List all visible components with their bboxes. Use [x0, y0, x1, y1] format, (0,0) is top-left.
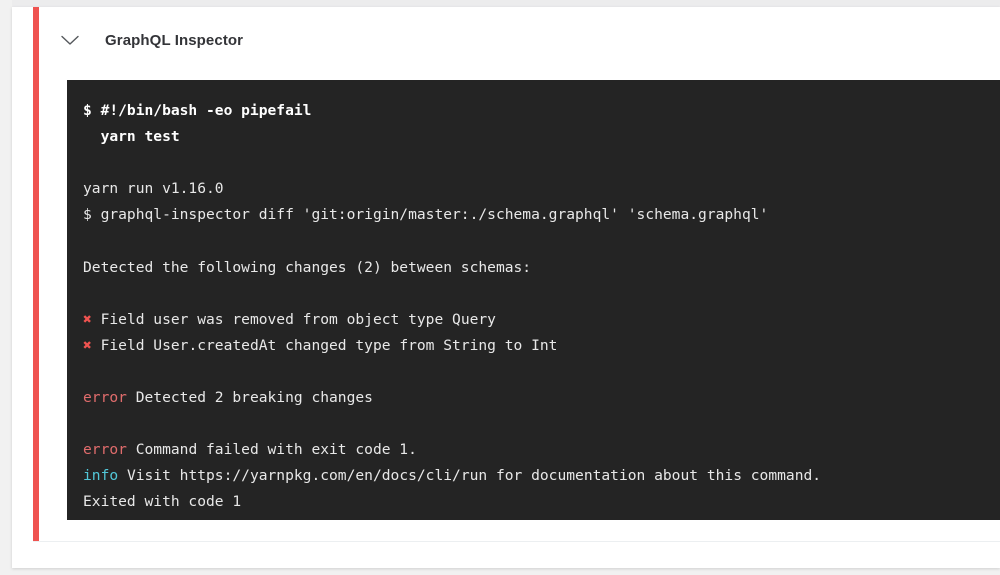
- terminal-output-line: Exited with code 1: [83, 493, 242, 511]
- top-strip: [12, 0, 1000, 7]
- terminal-blank-line: [83, 359, 1000, 385]
- terminal-blank-line: [83, 228, 1000, 254]
- card-footer-divider: [33, 541, 1000, 542]
- cross-icon: ✖: [83, 336, 92, 354]
- log-level-info: info: [83, 467, 119, 485]
- build-step-card: GraphQL Inspector $ #!/bin/bash -eo pipe…: [12, 7, 1000, 568]
- terminal-output-line: yarn run v1.16.0: [83, 180, 224, 198]
- terminal-blank-line: [83, 281, 1000, 307]
- terminal-output-line: $ graphql-inspector diff 'git:origin/mas…: [83, 206, 769, 224]
- log-level-error: error: [83, 441, 127, 459]
- status-bar-failed: [33, 7, 39, 541]
- terminal-breaking-change-line: ✖ Field user was removed from object typ…: [83, 310, 496, 328]
- terminal-blank-line: [83, 150, 1000, 176]
- card-header[interactable]: GraphQL Inspector: [57, 23, 243, 57]
- terminal-output-panel[interactable]: $ #!/bin/bash -eo pipefail yarn test yar…: [67, 80, 1000, 520]
- terminal-error-line: error Command failed with exit code 1.: [83, 441, 417, 459]
- log-level-error: error: [83, 389, 127, 407]
- terminal-lines: $ #!/bin/bash -eo pipefail yarn test yar…: [67, 80, 1000, 516]
- terminal-command-line: $ #!/bin/bash -eo pipefail: [83, 102, 312, 119]
- terminal-breaking-change-line: ✖ Field User.createdAt changed type from…: [83, 336, 558, 354]
- terminal-output-line: Detected the following changes (2) betwe…: [83, 258, 532, 276]
- terminal-command-line: yarn test: [83, 128, 180, 146]
- terminal-info-line: info Visit https://yarnpkg.com/en/docs/c…: [83, 467, 822, 485]
- chevron-down-icon[interactable]: [57, 27, 83, 53]
- terminal-blank-line: [83, 411, 1000, 437]
- terminal-error-line: error Detected 2 breaking changes: [83, 389, 373, 407]
- cross-icon: ✖: [83, 310, 92, 328]
- page-title: GraphQL Inspector: [105, 31, 244, 49]
